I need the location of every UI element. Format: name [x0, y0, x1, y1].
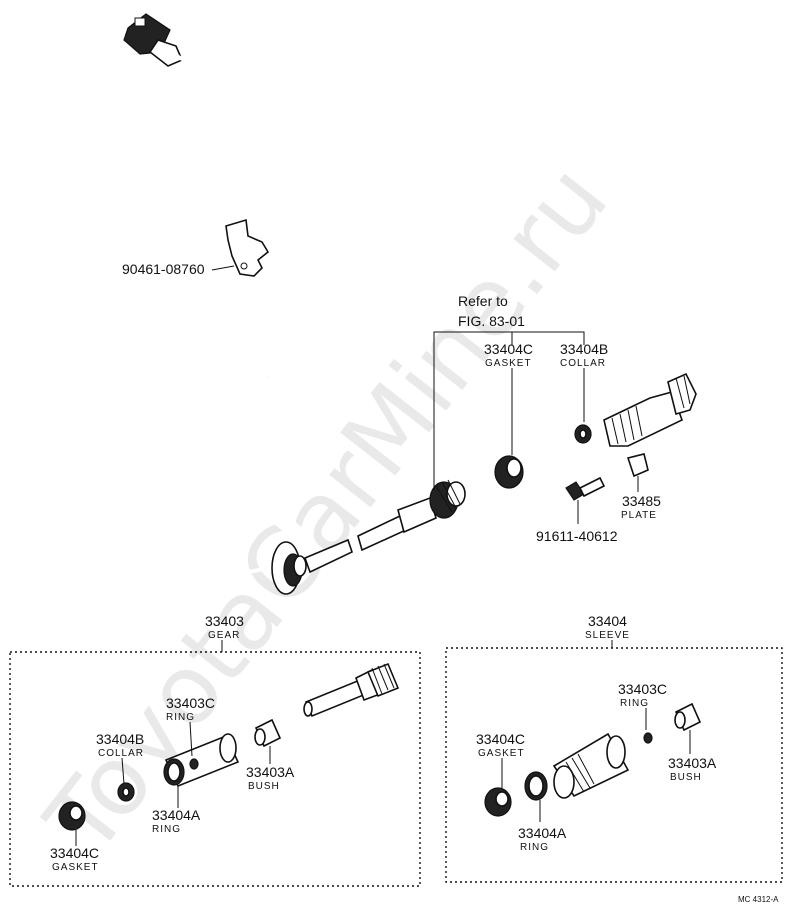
label-plate-num: 33485	[622, 493, 661, 509]
sleeve-body	[552, 732, 630, 799]
gear-shaft	[303, 662, 400, 718]
label-sleeve-ringa-name: RING	[520, 842, 549, 853]
label-sleeve-bush-num: 33403A	[668, 755, 717, 771]
speedometer-cable	[123, 13, 466, 595]
label-gear-ringa-num: 33404A	[152, 807, 201, 823]
sleeve-assembly-top	[603, 372, 697, 447]
label-sleeve-ringc-num: 33403C	[618, 681, 667, 697]
ring-c-sleeve-box	[643, 732, 653, 744]
label-gear-bush-num: 33403A	[246, 764, 295, 780]
label-gear-group-name: GEAR	[208, 630, 240, 641]
label-gear-bush-name: BUSH	[248, 781, 280, 792]
label-sleeve-gasket-num: 33404C	[476, 731, 525, 747]
bolt-91611	[565, 476, 606, 524]
bush-gear-box	[254, 718, 282, 764]
label-sleeve-bush-name: BUSH	[670, 772, 702, 783]
label-gear-ringa-name: RING	[152, 824, 181, 835]
label-sleeve-ringa-num: 33404A	[518, 825, 567, 841]
label-sleeve-group-name: SLEEVE	[585, 630, 630, 641]
footer-code: MC 4312-A	[738, 895, 779, 904]
label-gear-gasket-num: 33404C	[50, 845, 99, 861]
cable-top-connector	[123, 13, 184, 67]
ring-c-gear-box	[189, 758, 199, 770]
collar-top	[574, 424, 592, 444]
gear-group-box	[9, 651, 421, 887]
label-gasket-top-name: GASKET	[485, 358, 532, 369]
label-gear-group-num: 33403	[205, 613, 244, 629]
label-clip: 90461-08760	[122, 261, 205, 277]
label-gear-ringc-num: 33403C	[166, 695, 215, 711]
label-sleeve-ringc-name: RING	[620, 698, 649, 709]
label-gear-gasket-name: GASKET	[52, 862, 99, 873]
label-collar-top-num: 33404B	[560, 341, 608, 357]
gasket-top	[494, 455, 524, 489]
label-gasket-top-num: 33404C	[484, 341, 533, 357]
label-gear-ringc-name: RING	[166, 712, 195, 723]
label-collar-top-name: COLLAR	[560, 358, 606, 369]
plate-33485	[626, 453, 649, 492]
cable-knurled-nut	[429, 479, 466, 519]
cable-grommet	[271, 541, 307, 595]
label-gear-collar-num: 33404B	[96, 731, 144, 747]
label-bolt: 91611-40612	[536, 528, 618, 544]
label-sleeve-group-num: 33404	[588, 613, 627, 629]
refer-line1: Refer to	[458, 293, 508, 309]
refer-bracket	[433, 331, 585, 490]
clip-90461	[211, 218, 270, 277]
bush-sleeve-box	[674, 702, 702, 754]
label-plate-name: PLATE	[621, 510, 657, 521]
watermark-text: ToyotaCarMine.ru	[24, 144, 629, 875]
refer-line2: FIG. 83-01	[458, 313, 525, 329]
label-gear-collar-name: COLLAR	[98, 748, 144, 759]
label-sleeve-gasket-name: GASKET	[478, 748, 525, 759]
